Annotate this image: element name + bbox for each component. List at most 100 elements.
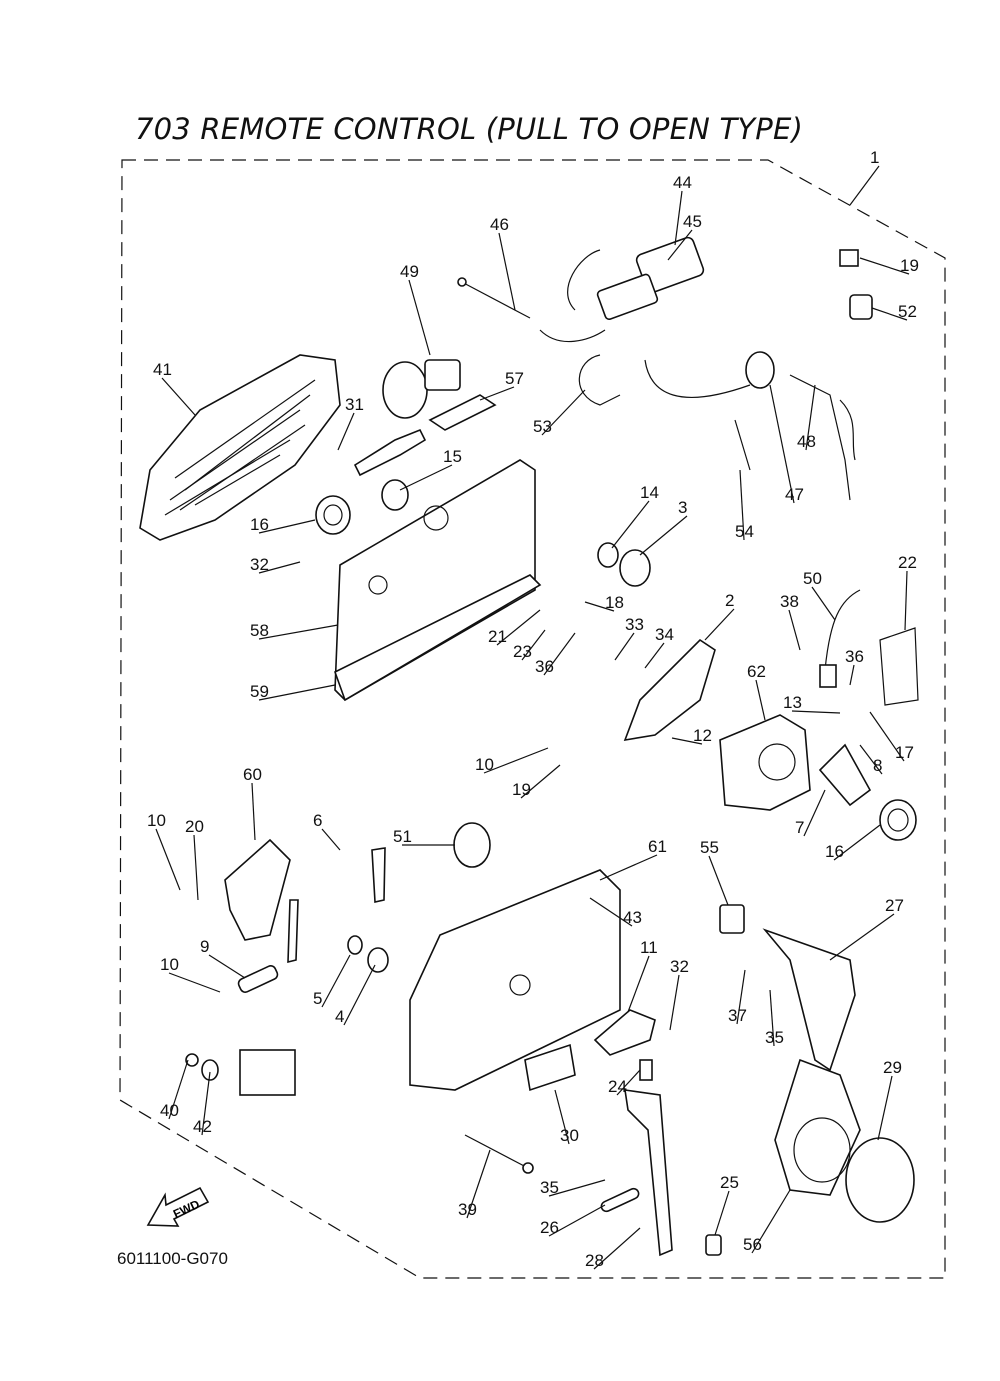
leader-line-2 xyxy=(704,608,735,641)
part-4-5-washers xyxy=(347,935,389,973)
part-20-clip xyxy=(839,249,859,267)
callout-53: 53 xyxy=(533,417,552,436)
callout-23: 23 xyxy=(513,642,532,661)
leader-line-32 xyxy=(258,561,301,574)
callout-43: 43 xyxy=(623,908,642,927)
callout-14: 14 xyxy=(640,483,659,502)
callout-47: 47 xyxy=(785,485,804,504)
leader-line-18 xyxy=(584,601,615,612)
part-7-plate xyxy=(818,743,872,807)
part-62-cam xyxy=(719,714,811,811)
callout-18: 18 xyxy=(605,593,624,612)
leader-line-14 xyxy=(611,500,650,549)
callout-40: 40 xyxy=(160,1101,179,1120)
callout-34: 34 xyxy=(655,625,674,644)
leader-line-47 xyxy=(769,384,795,504)
callout-35: 35 xyxy=(765,1028,784,1047)
leader-line-9 xyxy=(208,954,246,979)
leader-line-32 xyxy=(669,974,680,1031)
leader-line-34 xyxy=(644,642,665,669)
callout-12: 12 xyxy=(693,726,712,745)
callout-3: 3 xyxy=(678,498,687,517)
callout-11: 11 xyxy=(640,938,658,957)
part-16-bushing-upper xyxy=(315,495,351,535)
callout-44: 44 xyxy=(673,173,692,192)
callout-35: 35 xyxy=(540,1178,559,1197)
leader-line-28 xyxy=(593,1227,641,1270)
callout-54: 54 xyxy=(735,522,754,541)
leader-line-21 xyxy=(496,609,541,646)
leader-line-11 xyxy=(627,955,650,1013)
part-39-bolt xyxy=(464,1134,534,1174)
fwd-arrow-icon: FWD xyxy=(146,1186,210,1227)
part-61-housing xyxy=(409,869,621,1091)
part-57-shim xyxy=(428,394,497,431)
callout-55: 55 xyxy=(700,838,719,857)
callout-36: 36 xyxy=(845,647,864,666)
callout-30: 30 xyxy=(560,1126,579,1145)
callout-52: 52 xyxy=(898,302,917,321)
part-11-gear xyxy=(593,1009,656,1056)
callout-16: 16 xyxy=(250,515,269,534)
leader-line-5 xyxy=(321,954,351,1008)
leader-line-57 xyxy=(479,386,515,401)
callout-17: 17 xyxy=(895,743,914,762)
leader-line-41 xyxy=(161,377,196,416)
callout-5: 5 xyxy=(313,989,322,1008)
leader-line-58 xyxy=(258,624,339,640)
leader-line-50 xyxy=(811,586,836,621)
part-52-clamp xyxy=(849,294,873,320)
callout-61: 61 xyxy=(648,837,667,856)
assembly-boundary xyxy=(119,159,946,1279)
part-60-detent-plate xyxy=(224,838,291,941)
leader-line-49 xyxy=(408,279,431,356)
part-55-switch xyxy=(719,904,745,934)
callout-10: 10 xyxy=(160,955,179,974)
part-54-tie xyxy=(734,419,751,471)
leader-line-54 xyxy=(739,469,745,541)
leader-line-1 xyxy=(849,165,880,206)
leader-line-23 xyxy=(521,629,546,661)
callout-32: 32 xyxy=(250,555,269,574)
leader-line-38 xyxy=(788,609,801,651)
callout-19: 19 xyxy=(900,256,919,275)
leader-line-46 xyxy=(498,232,516,311)
callout-45: 45 xyxy=(683,212,702,231)
callout-13: 13 xyxy=(783,693,802,712)
callout-37: 37 xyxy=(728,1006,747,1025)
callout-33: 33 xyxy=(625,615,644,634)
callout-27: 27 xyxy=(885,896,904,915)
leader-line-45 xyxy=(667,229,693,261)
leader-line-25 xyxy=(714,1190,730,1236)
callout-59: 59 xyxy=(250,682,269,701)
leader-line-52 xyxy=(871,307,908,321)
callout-58: 58 xyxy=(250,621,269,640)
callout-25: 25 xyxy=(720,1173,739,1192)
callout-21: 21 xyxy=(488,627,507,646)
part-31-screw xyxy=(353,428,427,477)
callout-24: 24 xyxy=(608,1077,627,1096)
part-28-lever-arm xyxy=(624,1089,673,1257)
callout-60: 60 xyxy=(243,765,262,784)
callout-29: 29 xyxy=(883,1058,902,1077)
callout-10: 10 xyxy=(475,755,494,774)
leader-line-17 xyxy=(869,711,905,762)
part-47-cable xyxy=(644,351,775,399)
diagram-code: 6011100-G070 xyxy=(117,1249,228,1268)
leader-line-53 xyxy=(541,389,586,436)
callout-1: 1 xyxy=(870,148,879,167)
leader-line-20 xyxy=(193,834,199,901)
part-15-bushing xyxy=(381,479,409,511)
part-9-pin xyxy=(237,965,279,993)
callout-62: 62 xyxy=(747,662,766,681)
callout-50: 50 xyxy=(803,569,822,588)
leader-line-44 xyxy=(674,190,683,246)
leader-line-48 xyxy=(805,384,816,451)
callout-41: 41 xyxy=(153,360,172,379)
callout-8: 8 xyxy=(873,756,882,775)
leader-line-62 xyxy=(755,679,766,721)
callout-2: 2 xyxy=(725,591,734,610)
leader-line-55 xyxy=(708,855,729,906)
